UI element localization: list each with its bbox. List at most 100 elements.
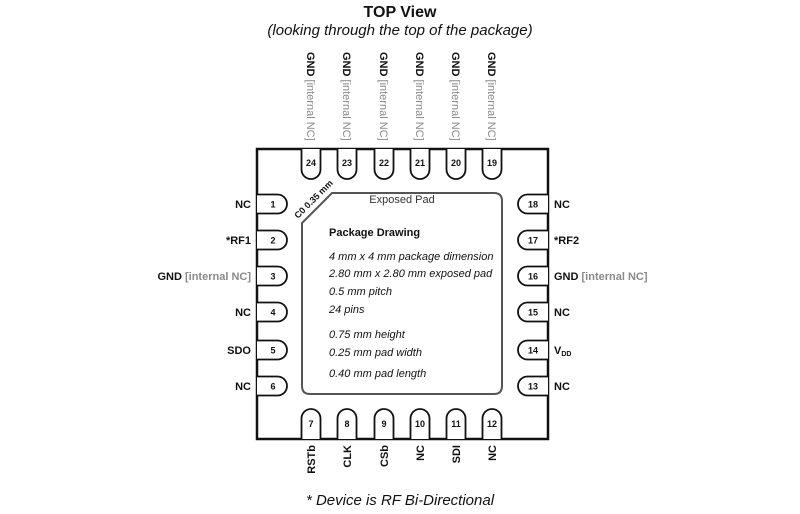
pin-number: 12 [487, 419, 497, 429]
pin-label: GND [internal NC] [485, 52, 497, 141]
package-info-line: 4 mm x 4 mm package dimension [329, 251, 494, 263]
pin-name: GND [157, 271, 182, 283]
pin-pad [517, 375, 548, 397]
pin-name: RSTb [306, 445, 318, 474]
pin-label: GND [internal NC] [304, 52, 316, 141]
pin-number: 15 [528, 308, 538, 318]
pin-24: 24 GND [internal NC] [300, 52, 322, 180]
exposed-pad-label: Exposed Pad [369, 194, 435, 206]
pin-number: 19 [487, 158, 497, 168]
pin-pad [300, 149, 322, 180]
pin-number: 4 [270, 308, 275, 318]
pin-name: *RF1 [226, 235, 251, 247]
pin-pad [373, 149, 395, 180]
package-info-line: 2.80 mm x 2.80 mm exposed pad [329, 268, 493, 280]
pin-number: 17 [528, 236, 538, 246]
pin-17: 17 *RF2 [517, 229, 579, 251]
pin-label: NC [554, 381, 570, 393]
pin-label: CLK [342, 445, 354, 468]
pin-name: GND [449, 52, 461, 77]
pin-pad [336, 149, 358, 180]
pin-pad [257, 375, 288, 397]
pin-6: 6 NC [235, 375, 288, 397]
pin-name: *RF2 [554, 235, 579, 247]
pin-note: [internal NC] [340, 76, 352, 140]
pin-name: GND [377, 52, 389, 77]
pin-name: GND [554, 271, 579, 283]
pin-label: GND [internal NC] [413, 52, 425, 141]
pin-number: 8 [344, 419, 349, 429]
pin-note: [internal NC] [413, 76, 425, 140]
package-outline [255, 147, 550, 441]
pin-pad [445, 408, 467, 439]
pin-name: SDI [451, 445, 463, 463]
pin-name: NC [235, 199, 251, 211]
pin-label: NC [554, 199, 570, 211]
pin-name: CSb [379, 445, 391, 467]
pin-pad [481, 149, 503, 180]
package-info-line: 24 pins [329, 304, 365, 316]
pin-2: 2*RF1 [226, 229, 288, 251]
pin-pad [517, 301, 548, 323]
pin-pad [517, 193, 548, 215]
pin-pad [445, 149, 467, 180]
pin-label: GND [internal NC] [377, 52, 389, 141]
pin-number: 24 [306, 158, 316, 168]
pin-name: V [554, 345, 562, 357]
pin-pad [257, 301, 288, 323]
pin-note: [internal NC] [578, 271, 647, 283]
package-info-line: 0.5 mm pitch [329, 286, 392, 298]
pin-pad [409, 149, 431, 180]
pin-label: NC [415, 445, 427, 461]
pin-15: 15 NC [517, 301, 570, 323]
pin-name: GND [304, 52, 316, 77]
footnote: * Device is RF Bi-Directional [305, 492, 495, 509]
package-info-line: 0.40 mm pad length [329, 368, 427, 380]
pin-label: GND [internal NC] [340, 52, 352, 141]
pin-name: NC [554, 307, 570, 319]
pin-name: GND [413, 52, 425, 77]
pin-pad [336, 408, 358, 439]
pin-number: 6 [270, 382, 275, 392]
pin-label: NC [487, 445, 499, 461]
pin-number: 11 [451, 419, 461, 429]
pin-name: NC [235, 307, 251, 319]
pin-label: *RF2 [554, 235, 579, 247]
pin-name: NC [554, 199, 570, 211]
pin-note: [internal NC] [182, 271, 251, 283]
pin-label: NC [235, 381, 251, 393]
pin-label: VDD [554, 345, 571, 358]
pin-number: 13 [528, 382, 538, 392]
pin-note: [internal NC] [304, 76, 316, 140]
pin-19: 19 GND [internal NC] [481, 52, 503, 180]
pin-number: 7 [308, 419, 313, 429]
pin-pad [481, 408, 503, 439]
pin-name: NC [487, 445, 499, 461]
pin-number: 14 [528, 346, 538, 356]
pin-14: 14 VDD [517, 339, 571, 361]
pin-13: 13 NC [517, 375, 570, 397]
package-info-title: Package Drawing [329, 227, 421, 239]
pin-label: *RF1 [226, 235, 251, 247]
pin-name-subscript: DD [561, 351, 571, 358]
pin-pad [257, 229, 288, 251]
pin-number: 10 [415, 419, 425, 429]
pin-1: 1NC [235, 193, 288, 215]
pin-name: NC [415, 445, 427, 461]
pin-label: NC [235, 307, 251, 319]
pin-label: GND [internal NC] [157, 271, 251, 283]
pin-note: [internal NC] [485, 76, 497, 140]
diagram-title: TOP View [363, 4, 437, 21]
pin-name: NC [554, 381, 570, 393]
